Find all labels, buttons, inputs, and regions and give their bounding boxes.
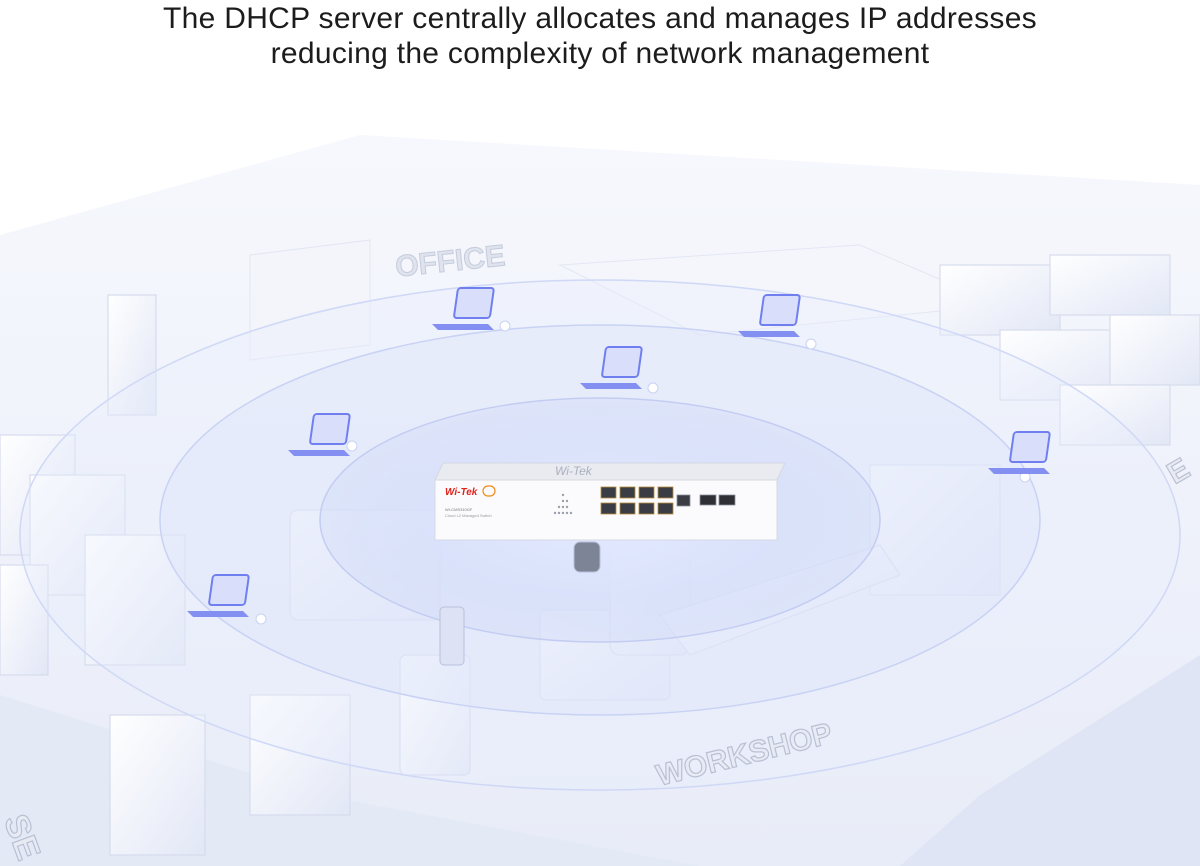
switch-front-logo: Wi-Tek	[445, 487, 478, 498]
sfp-ports	[699, 494, 736, 506]
headline: The DHCP server centrally allocates and …	[0, 0, 1200, 71]
network-switch: Wi-Tek Wi-Tek WI-CMS310GF Cloud L2 Manag…	[434, 462, 786, 541]
laptop-icon	[738, 294, 801, 337]
laptop-icon	[432, 287, 495, 330]
floor-right-edge	[900, 655, 1200, 866]
network-scene: OFFICE WORKSHOP SE E Wi-Tek Wi-Tek WI-CM…	[0, 95, 1200, 866]
left-shelving	[0, 294, 351, 856]
robot-arm	[439, 541, 601, 666]
switch-model: WI-CMS310GF	[445, 507, 473, 512]
laptop-icon	[988, 431, 1051, 474]
laptop-icon	[288, 413, 351, 456]
scene-illustration: OFFICE WORKSHOP SE E Wi-Tek Wi-Tek WI-CM…	[0, 135, 1200, 866]
connection-dots	[255, 320, 1031, 625]
console-port	[676, 494, 691, 507]
laptop-icon	[580, 346, 643, 389]
laptop-icon	[187, 574, 250, 617]
headline-line-2: reducing the complexity of network manag…	[270, 37, 930, 70]
office-back-wall	[249, 239, 371, 361]
switch-top-logo: Wi-Tek	[555, 464, 593, 478]
laptop-icons	[187, 287, 1051, 617]
headline-line-1: The DHCP server centrally allocates and …	[163, 2, 1037, 35]
status-leds	[553, 493, 573, 515]
switch-subtitle: Cloud L2 Managed Switch	[445, 513, 492, 518]
cloud-icon	[482, 485, 496, 497]
ethernet-ports	[600, 486, 674, 515]
